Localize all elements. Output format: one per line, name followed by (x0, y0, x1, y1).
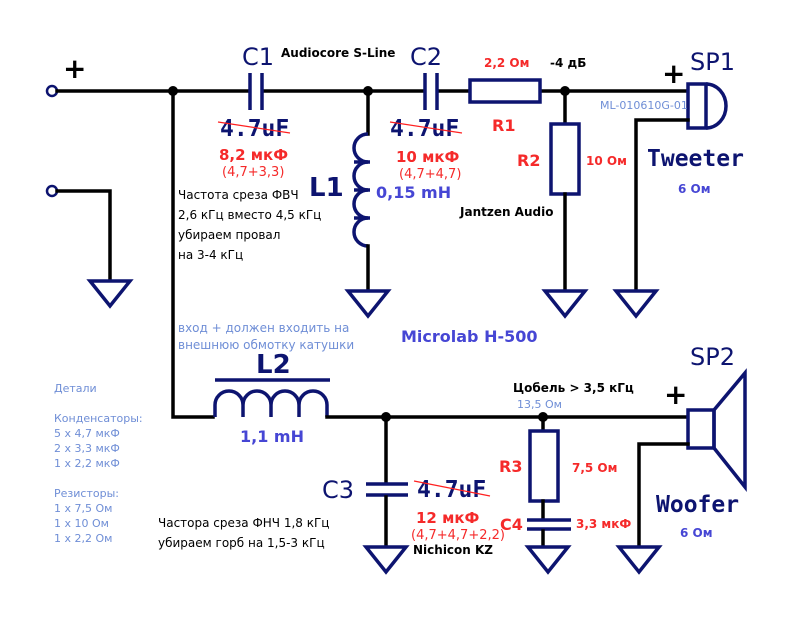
sp1-plus-sign: + (662, 57, 685, 90)
resistor-r3-body (528, 429, 560, 503)
attenuation-label: -4 дБ (550, 56, 586, 70)
r2-value: 10 Ом (586, 154, 627, 168)
tweeter-body (686, 82, 708, 130)
c2-ref: C2 (410, 43, 442, 71)
resistor-body (549, 122, 581, 196)
wire (634, 118, 690, 292)
c4-value: 3,3 мкФ (576, 517, 631, 531)
l2-value: 1,1 mH (240, 427, 304, 446)
ground-icon (344, 289, 392, 319)
c3-brand: Nichicon KZ (413, 543, 493, 557)
capacitors-title: Конденсаторы: (54, 412, 143, 425)
hpf-note: Частота среза ФВЧ 2,6 кГц вместо 4,5 кГц… (178, 188, 321, 262)
strikethrough-line (389, 121, 463, 134)
sp2-name: Woofer (656, 492, 739, 518)
note-line: Частора среза ФНЧ 1,8 кГц (158, 516, 329, 530)
l1-ref: L1 (309, 173, 344, 203)
input-terminal-minus (45, 184, 134, 309)
inductor-l2: L2 1,1 mH (213, 350, 330, 446)
model-label: Microlab H-500 (401, 327, 538, 346)
strikethrough-line (413, 480, 491, 497)
parts-item: 5 x 4,7 мкФ (54, 427, 120, 440)
c3-original-value: 4.7uF (417, 477, 486, 503)
ground-icon (612, 289, 660, 319)
zobel-network: Цобель > 3,5 кГц 13,5 Ом R3 7,5 Ом C4 3,… (499, 381, 634, 575)
c1-original-value: 4.7uF (220, 116, 289, 142)
resistors-title: Резисторы: (54, 487, 119, 500)
capacitor-c3: C3 4.7uF 12 мкФ (4,7+4,7+2,2) Nichicon K… (322, 415, 505, 575)
zobel-title: Цобель > 3,5 кГц (513, 381, 634, 395)
note-line: убираем горб на 1,5-3 кГц (158, 536, 325, 550)
parts-list: Детали Конденсаторы: 5 x 4,7 мкФ 2 x 3,3… (54, 382, 143, 545)
note-line: убираем провал (178, 228, 280, 242)
wire (171, 89, 215, 419)
r2-ref: R2 (517, 151, 540, 170)
c3-new-value: 12 мкФ (416, 509, 480, 527)
strikethrough-line (217, 121, 291, 134)
c4-ref: C4 (500, 515, 523, 534)
c1-composition: (4,7+3,3) (222, 165, 284, 180)
woofer-cone (712, 368, 747, 493)
ground-icon (86, 279, 134, 309)
c2-new-value: 10 мкФ (396, 148, 460, 166)
resistor-r1: 2,2 Ом R1 (468, 56, 542, 135)
capacitor-c1: C1 4.7uF 8,2 мкФ (4,7+3,3) (217, 43, 291, 180)
capacitor-c2: C2 4.7uF 10 мкФ (4,7+4,7) (389, 43, 463, 182)
ground-icon (541, 289, 589, 319)
sp1-name: Tweeter (647, 146, 744, 172)
parts-item: 2 x 3,3 мкФ (54, 442, 120, 455)
sp2-impedance: 6 Ом (680, 526, 713, 540)
zobel-impedance: 13,5 Ом (517, 398, 562, 411)
l2-note: вход + должен входить на внешнюю обмотку… (178, 321, 354, 352)
tweeter-dome (705, 82, 728, 130)
sp1-impedance: 6 Ом (678, 182, 711, 196)
note-line: вход + должен входить на (178, 321, 349, 335)
note-line: внешнюю обмотку катушки (178, 338, 354, 352)
c3-ref: C3 (322, 476, 354, 504)
c1-brand-label: Audiocore S-Line (281, 46, 395, 60)
woofer-magnet (686, 408, 716, 450)
ground-icon (615, 545, 663, 575)
sp1-ref: SP1 (690, 48, 735, 76)
ground-icon (524, 545, 572, 575)
speaker-sp2: + SP2 Woofer 6 Ом (615, 343, 747, 575)
sp1-model: ML-010610G-01 (600, 99, 688, 112)
parts-item: 1 x 2,2 Ом (54, 532, 112, 545)
c1-ref: C1 (242, 43, 274, 71)
note-line: Частота среза ФВЧ (178, 188, 299, 202)
l2-ref: L2 (256, 350, 291, 380)
input-plus-sign: + (63, 52, 86, 85)
resistor-brand-label: Jantzen Audio (459, 205, 553, 219)
sp2-plus-sign: + (664, 378, 687, 411)
r1-ref: R1 (492, 116, 515, 135)
c2-composition: (4,7+4,7) (399, 167, 461, 182)
ground-icon (362, 545, 410, 575)
speaker-sp1: + SP1 ML-010610G-01 Tweeter 6 Ом (600, 48, 744, 319)
parts-item: 1 x 2,2 мкФ (54, 457, 120, 470)
parts-title: Детали (54, 382, 97, 395)
note-line: 2,6 кГц вместо 4,5 кГц (178, 208, 321, 222)
r3-ref: R3 (499, 457, 522, 476)
l1-value: 0,15 mH (376, 183, 451, 202)
sp2-ref: SP2 (690, 343, 735, 371)
c2-original-value: 4.7uF (390, 116, 459, 142)
wire (55, 189, 112, 282)
c3-composition: (4,7+4,7+2,2) (411, 528, 505, 543)
lpf-note: Частора среза ФНЧ 1,8 кГц убираем горб н… (158, 516, 329, 550)
parts-item: 1 x 10 Ом (54, 517, 109, 530)
resistor-r2: R2 10 Ом (517, 89, 627, 319)
wire (637, 442, 690, 548)
r1-value: 2,2 Ом (484, 56, 529, 70)
resistor-body (468, 78, 542, 104)
inductor-l1: L1 0,15 mH (309, 89, 451, 319)
r3-value: 7,5 Ом (572, 461, 617, 475)
note-line: на 3-4 кГц (178, 248, 243, 262)
c1-new-value: 8,2 мкФ (219, 146, 288, 164)
parts-item: 1 x 7,5 Ом (54, 502, 112, 515)
